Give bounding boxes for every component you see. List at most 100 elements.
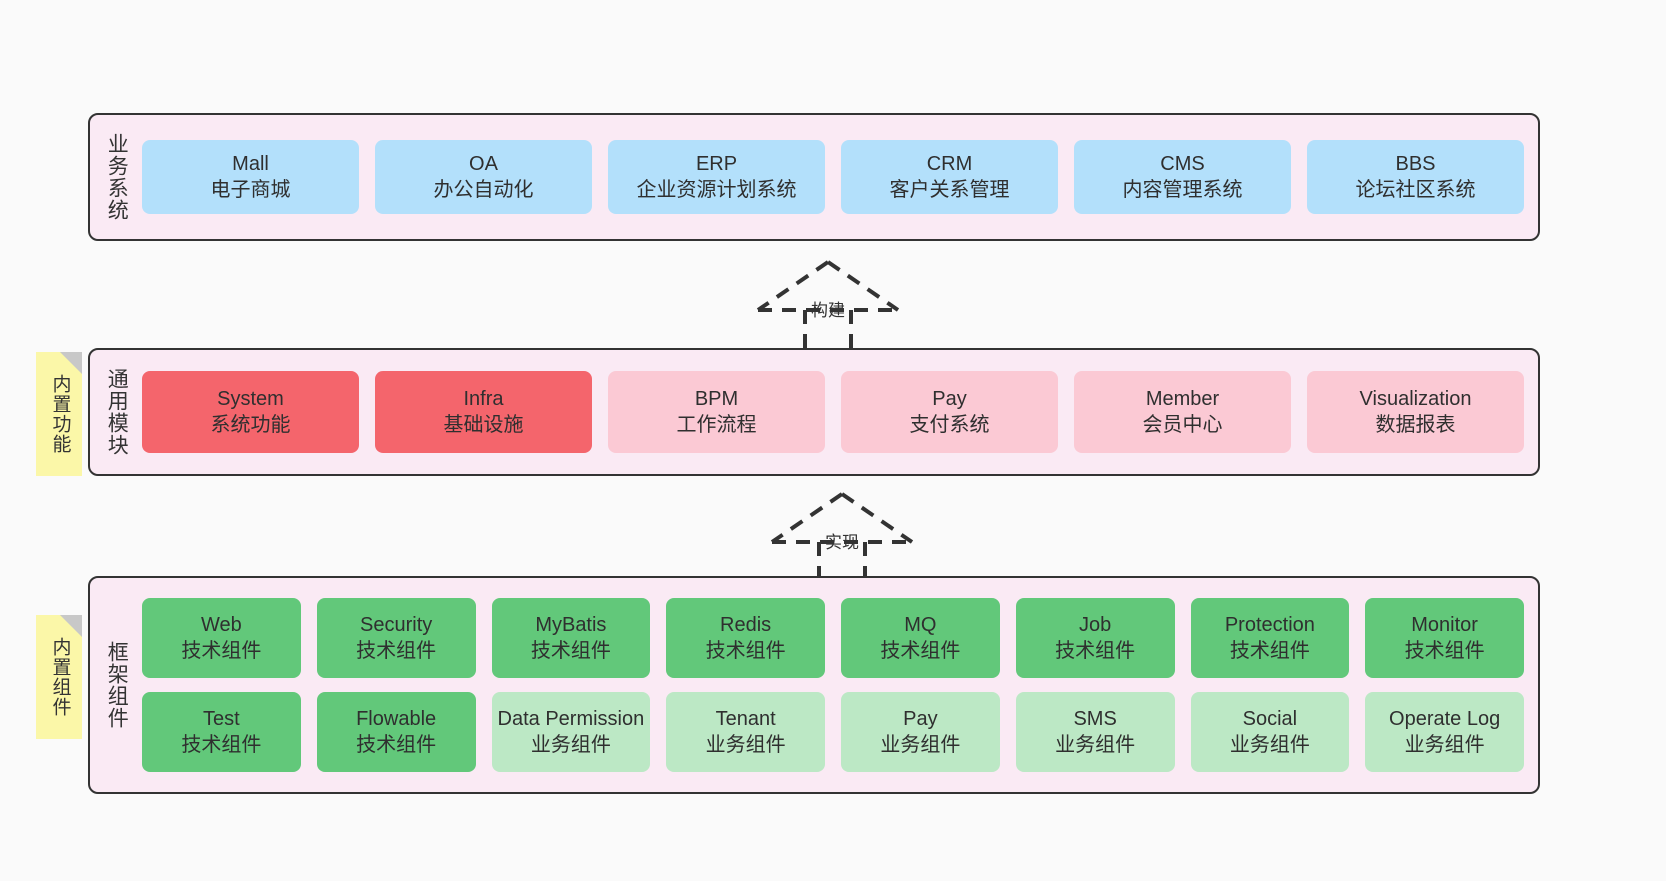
card-operate-log-subtitle: 业务组件 bbox=[1404, 734, 1485, 756]
card-social[interactable]: Social 业务组件 bbox=[1190, 692, 1350, 772]
card-bbs[interactable]: BBS 论坛社区系统 bbox=[1307, 140, 1524, 214]
card-monitor-subtitle: 技术组件 bbox=[1404, 640, 1485, 662]
card-mybatis[interactable]: MyBatis 技术组件 bbox=[491, 598, 651, 678]
card-crm-title: CRM bbox=[926, 152, 973, 175]
sticky-note-builtin-components: 内置组件 bbox=[36, 615, 82, 739]
layer-common-body: System 系统功能 Infra 基础设施 BPM 工作流程 Pay 支付系统… bbox=[142, 350, 1538, 474]
card-pay-module[interactable]: Pay 支付系统 bbox=[841, 371, 1058, 453]
card-flowable-subtitle: 技术组件 bbox=[356, 734, 437, 756]
card-system-subtitle: 系统功能 bbox=[210, 414, 291, 436]
card-monitor-title: Monitor bbox=[1411, 613, 1478, 636]
card-tenant-subtitle: 业务组件 bbox=[705, 734, 786, 756]
card-mq[interactable]: MQ 技术组件 bbox=[841, 598, 1000, 678]
card-security-subtitle: 技术组件 bbox=[356, 640, 437, 662]
sticky-note-builtin-features: 内置功能 bbox=[36, 352, 82, 476]
card-erp-subtitle: 企业资源计划系统 bbox=[636, 179, 797, 201]
card-protection[interactable]: Protection 技术组件 bbox=[1190, 598, 1350, 678]
card-redis-title: Redis bbox=[720, 613, 772, 636]
card-pay-component-subtitle: 业务组件 bbox=[880, 734, 961, 756]
card-mall[interactable]: Mall 电子商城 bbox=[142, 140, 359, 214]
card-mall-title: Mall bbox=[232, 152, 269, 175]
card-web[interactable]: Web 技术组件 bbox=[142, 598, 301, 678]
card-security[interactable]: Security 技术组件 bbox=[316, 598, 476, 678]
card-oa-title: OA bbox=[469, 152, 498, 175]
layer-business-systems: 业务系统 Mall 电子商城 OA 办公自动化 ERP 企业资源计划系统 CRM… bbox=[88, 113, 1540, 241]
card-mq-subtitle: 技术组件 bbox=[880, 640, 961, 662]
card-tenant[interactable]: Tenant 业务组件 bbox=[666, 692, 825, 772]
layer-framework-components: 框架组件 Web 技术组件 Security 技术组件 MyBatis 技术组件… bbox=[88, 576, 1540, 794]
connector-implement-shape bbox=[770, 492, 914, 580]
card-sms[interactable]: SMS 业务组件 bbox=[1015, 692, 1175, 772]
layer-framework-body: Web 技术组件 Security 技术组件 MyBatis 技术组件 Redi… bbox=[142, 578, 1538, 792]
card-cms-subtitle: 内容管理系统 bbox=[1122, 179, 1243, 201]
card-bpm[interactable]: BPM 工作流程 bbox=[608, 371, 825, 453]
layer-business-label: 业务系统 bbox=[105, 133, 129, 221]
card-cms-title: CMS bbox=[1160, 152, 1205, 175]
card-pay-module-subtitle: 支付系统 bbox=[909, 414, 990, 436]
card-oa-subtitle: 办公自动化 bbox=[433, 179, 534, 201]
card-member-subtitle: 会员中心 bbox=[1142, 414, 1223, 436]
layer-common-label: 通用模块 bbox=[105, 368, 129, 456]
card-flowable[interactable]: Flowable 技术组件 bbox=[316, 692, 476, 772]
card-pay-component[interactable]: Pay 业务组件 bbox=[841, 692, 1000, 772]
card-mybatis-subtitle: 技术组件 bbox=[530, 640, 611, 662]
layer-framework-row-tech: Web 技术组件 Security 技术组件 MyBatis 技术组件 Redi… bbox=[142, 598, 1524, 678]
card-bpm-subtitle: 工作流程 bbox=[676, 414, 757, 436]
card-redis[interactable]: Redis 技术组件 bbox=[666, 598, 825, 678]
card-test-subtitle: 技术组件 bbox=[181, 734, 262, 756]
card-sms-subtitle: 业务组件 bbox=[1055, 734, 1136, 756]
card-web-subtitle: 技术组件 bbox=[181, 640, 262, 662]
sticky-note-builtin-features-label: 内置功能 bbox=[49, 374, 71, 454]
card-infra[interactable]: Infra 基础设施 bbox=[375, 371, 592, 453]
layer-framework-row-business: Test 技术组件 Flowable 技术组件 Data Permission … bbox=[142, 692, 1524, 772]
card-sms-title: SMS bbox=[1073, 707, 1117, 730]
connector-build-label: 构建 bbox=[811, 301, 845, 320]
card-cms[interactable]: CMS 内容管理系统 bbox=[1074, 140, 1291, 214]
card-mall-subtitle: 电子商城 bbox=[210, 179, 291, 201]
card-visualization-subtitle: 数据报表 bbox=[1375, 414, 1456, 436]
card-mybatis-title: MyBatis bbox=[535, 613, 607, 636]
card-monitor[interactable]: Monitor 技术组件 bbox=[1365, 598, 1524, 678]
card-visualization-title: Visualization bbox=[1359, 387, 1472, 410]
card-job-title: Job bbox=[1079, 613, 1112, 636]
card-test-title: Test bbox=[203, 707, 240, 730]
layer-common-modules: 通用模块 System 系统功能 Infra 基础设施 BPM 工作流程 Pay… bbox=[88, 348, 1540, 476]
card-erp-title: ERP bbox=[695, 152, 738, 175]
sticky-fold-corner-icon bbox=[60, 352, 82, 374]
layer-business-row: Mall 电子商城 OA 办公自动化 ERP 企业资源计划系统 CRM 客户关系… bbox=[142, 140, 1524, 214]
card-protection-title: Protection bbox=[1224, 613, 1315, 636]
card-operate-log-title: Operate Log bbox=[1389, 707, 1501, 730]
card-system-title: System bbox=[217, 387, 284, 410]
card-pay-module-title: Pay bbox=[932, 387, 967, 410]
card-test[interactable]: Test 技术组件 bbox=[142, 692, 301, 772]
card-mq-title: MQ bbox=[904, 613, 937, 636]
card-bpm-title: BPM bbox=[694, 387, 739, 410]
card-member-title: Member bbox=[1145, 387, 1220, 410]
card-web-title: Web bbox=[200, 613, 242, 636]
card-data-permission-subtitle: 业务组件 bbox=[530, 734, 611, 756]
card-data-permission-title: Data Permission bbox=[497, 707, 645, 730]
card-crm[interactable]: CRM 客户关系管理 bbox=[841, 140, 1058, 214]
card-visualization[interactable]: Visualization 数据报表 bbox=[1307, 371, 1524, 453]
card-security-title: Security bbox=[360, 613, 433, 636]
connector-build: 构建 bbox=[748, 258, 908, 348]
card-bbs-title: BBS bbox=[1395, 152, 1436, 175]
card-system[interactable]: System 系统功能 bbox=[142, 371, 359, 453]
card-job-subtitle: 技术组件 bbox=[1055, 640, 1136, 662]
connector-build-shape bbox=[756, 260, 900, 348]
card-protection-subtitle: 技术组件 bbox=[1229, 640, 1310, 662]
card-operate-log[interactable]: Operate Log 业务组件 bbox=[1365, 692, 1524, 772]
card-social-subtitle: 业务组件 bbox=[1229, 734, 1310, 756]
card-job[interactable]: Job 技术组件 bbox=[1015, 598, 1175, 678]
card-infra-subtitle: 基础设施 bbox=[443, 414, 524, 436]
layer-framework-label: 框架组件 bbox=[105, 641, 129, 729]
sticky-note-builtin-components-label: 内置组件 bbox=[49, 637, 71, 717]
card-member[interactable]: Member 会员中心 bbox=[1074, 371, 1291, 453]
connector-implement: 实现 bbox=[762, 490, 922, 580]
card-oa[interactable]: OA 办公自动化 bbox=[375, 140, 592, 214]
layer-common-row: System 系统功能 Infra 基础设施 BPM 工作流程 Pay 支付系统… bbox=[142, 371, 1524, 453]
card-erp[interactable]: ERP 企业资源计划系统 bbox=[608, 140, 825, 214]
card-data-permission[interactable]: Data Permission 业务组件 bbox=[491, 692, 651, 772]
card-redis-subtitle: 技术组件 bbox=[705, 640, 786, 662]
